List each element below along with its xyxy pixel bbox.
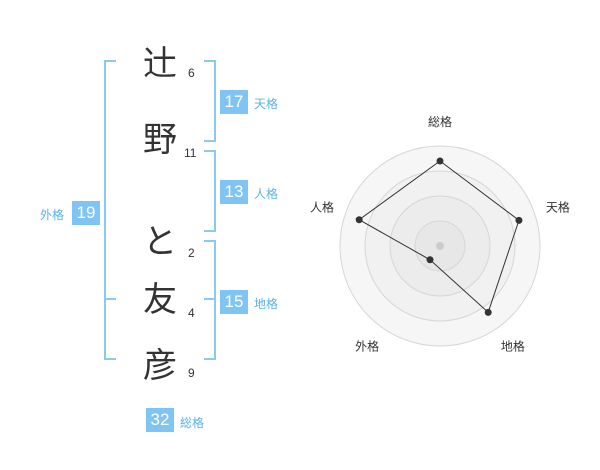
soukaku-value: 32	[146, 408, 174, 432]
gaikaku-bracket-tick	[106, 298, 116, 300]
radar-series-polygon	[358, 160, 520, 314]
stroke-count-2: 11	[184, 146, 197, 160]
radar-point-3	[484, 308, 492, 316]
name-char-1: 辻	[143, 44, 177, 84]
stroke-count-3: 2	[188, 246, 195, 260]
gaikaku-label: 外格	[40, 208, 65, 222]
name-char-5: 彦	[143, 346, 177, 386]
radar-axis-label-3: 地格	[501, 338, 525, 353]
chikaku-bracket	[204, 240, 216, 360]
name-char-3: と	[143, 222, 177, 262]
soukaku-label: 総格	[180, 416, 205, 430]
radar-point-2	[515, 216, 523, 224]
radar-axis-label-2: 天格	[546, 200, 570, 215]
radar-point-4	[426, 256, 434, 264]
radar-axis-label-4: 外格	[355, 338, 379, 353]
gaikaku-value: 19	[72, 201, 100, 225]
stroke-count-4: 4	[188, 306, 195, 320]
chikaku-label: 地格	[254, 297, 279, 311]
tenkaku-bracket	[204, 60, 216, 142]
radar-point-5	[355, 216, 363, 224]
radar-axis-label-5: 人格	[310, 200, 334, 215]
jinkaku-value: 13	[220, 180, 248, 204]
radar-axis-label-1: 総格	[428, 114, 452, 129]
radar-point-1	[436, 157, 444, 165]
jinkaku-label: 人格	[254, 187, 279, 201]
tenkaku-label: 天格	[254, 97, 279, 111]
stroke-count-1: 6	[188, 66, 195, 80]
name-char-4: 友	[143, 280, 177, 320]
radar-center	[436, 242, 444, 250]
tenkaku-value: 17	[220, 90, 248, 114]
chikaku-value: 15	[220, 290, 248, 314]
stroke-count-5: 9	[188, 366, 195, 380]
name-char-2: 野	[143, 120, 177, 160]
jinkaku-bracket	[204, 150, 216, 232]
gaikaku-bracket	[104, 60, 116, 360]
chikaku-bracket-tick	[204, 298, 214, 300]
